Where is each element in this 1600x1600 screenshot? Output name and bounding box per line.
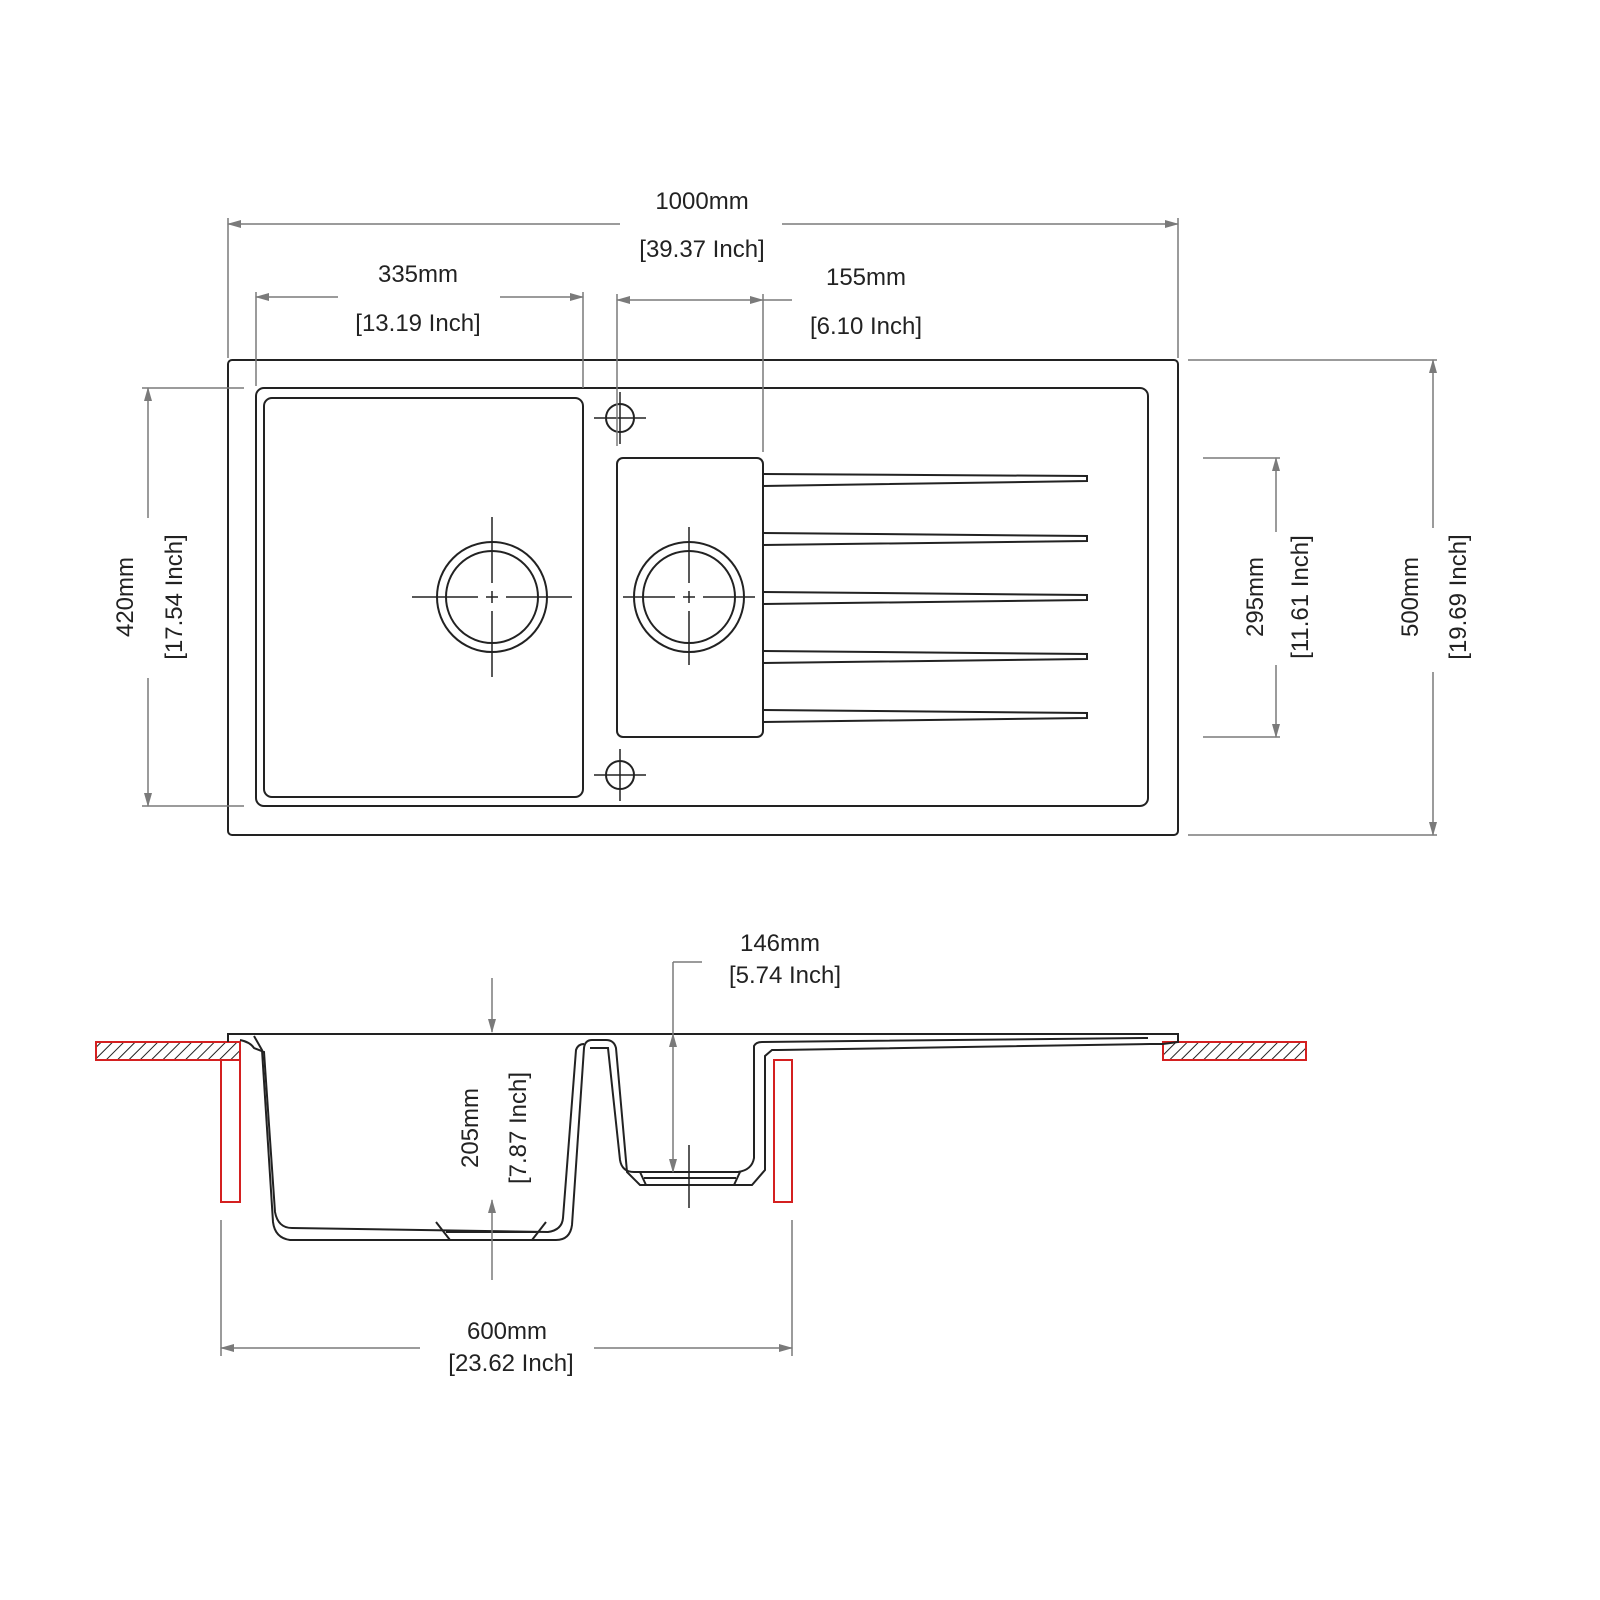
small-bowl-width-dimension: 155mm [6.10 Inch] bbox=[616, 264, 922, 452]
bowl-length-inch: [17.54 Inch] bbox=[161, 534, 188, 659]
top-view: 1000mm [39.37 Inch] 335mm [13.19 Inch] 1… bbox=[112, 188, 1472, 835]
overall-depth-mm: 500mm bbox=[1397, 557, 1424, 637]
small-bowl-length-inch: [11.61 Inch] bbox=[1287, 535, 1314, 659]
cabinet-width-inch: [23.62 Inch] bbox=[448, 1350, 573, 1377]
small-bowl-width-mm: 155mm bbox=[826, 264, 906, 291]
overall-depth-dimension: 500mm [19.69 Inch] bbox=[1188, 360, 1472, 835]
small-bowl bbox=[616, 457, 764, 738]
cabinet-width-dimension: 600mm [23.62 Inch] bbox=[221, 1220, 792, 1377]
main-bowl-width-inch: [13.19 Inch] bbox=[355, 310, 480, 337]
small-bowl-depth-dimension: 146mm [5.74 Inch] bbox=[669, 930, 841, 1208]
sink-profile bbox=[227, 1033, 1179, 1241]
countertop-right bbox=[773, 1041, 1307, 1203]
cabinet-width-mm: 600mm bbox=[467, 1318, 547, 1345]
main-bowl-depth-inch: [7.87 Inch] bbox=[505, 1072, 532, 1184]
drainer-grooves bbox=[762, 473, 1088, 723]
main-bowl-depth-dimension: 205mm [7.87 Inch] bbox=[457, 978, 532, 1280]
overall-depth-inch: [19.69 Inch] bbox=[1445, 534, 1472, 659]
overall-width-inch: [39.37 Inch] bbox=[639, 236, 764, 263]
main-bowl-depth-mm: 205mm bbox=[457, 1088, 484, 1168]
sink-inner-outline bbox=[255, 387, 1149, 807]
overall-width-dimension: 1000mm [39.37 Inch] bbox=[228, 188, 1178, 358]
tap-hole-top bbox=[594, 392, 646, 444]
bowl-length-dimension: 420mm [17.54 Inch] bbox=[112, 388, 244, 806]
sink-outer-outline bbox=[227, 359, 1179, 836]
small-bowl-width-inch: [6.10 Inch] bbox=[810, 313, 922, 340]
small-drain bbox=[623, 527, 755, 665]
main-bowl-width-dimension: 335mm [13.19 Inch] bbox=[256, 261, 583, 388]
main-drain bbox=[412, 517, 572, 677]
countertop-left bbox=[95, 1041, 241, 1203]
small-bowl-length-dimension: 295mm [11.61 Inch] bbox=[1203, 458, 1314, 737]
tap-hole-bottom bbox=[594, 749, 646, 801]
small-bowl-depth-inch: [5.74 Inch] bbox=[729, 962, 841, 989]
small-bowl-length-mm: 295mm bbox=[1242, 557, 1269, 637]
bowl-length-mm: 420mm bbox=[112, 557, 139, 637]
section-view: 205mm [7.87 Inch] 146mm [5.74 Inch] 600m… bbox=[95, 930, 1307, 1377]
main-bowl bbox=[263, 397, 584, 798]
main-bowl-width-mm: 335mm bbox=[378, 261, 458, 288]
small-bowl-depth-mm: 146mm bbox=[740, 930, 820, 957]
overall-width-mm: 1000mm bbox=[655, 188, 748, 215]
